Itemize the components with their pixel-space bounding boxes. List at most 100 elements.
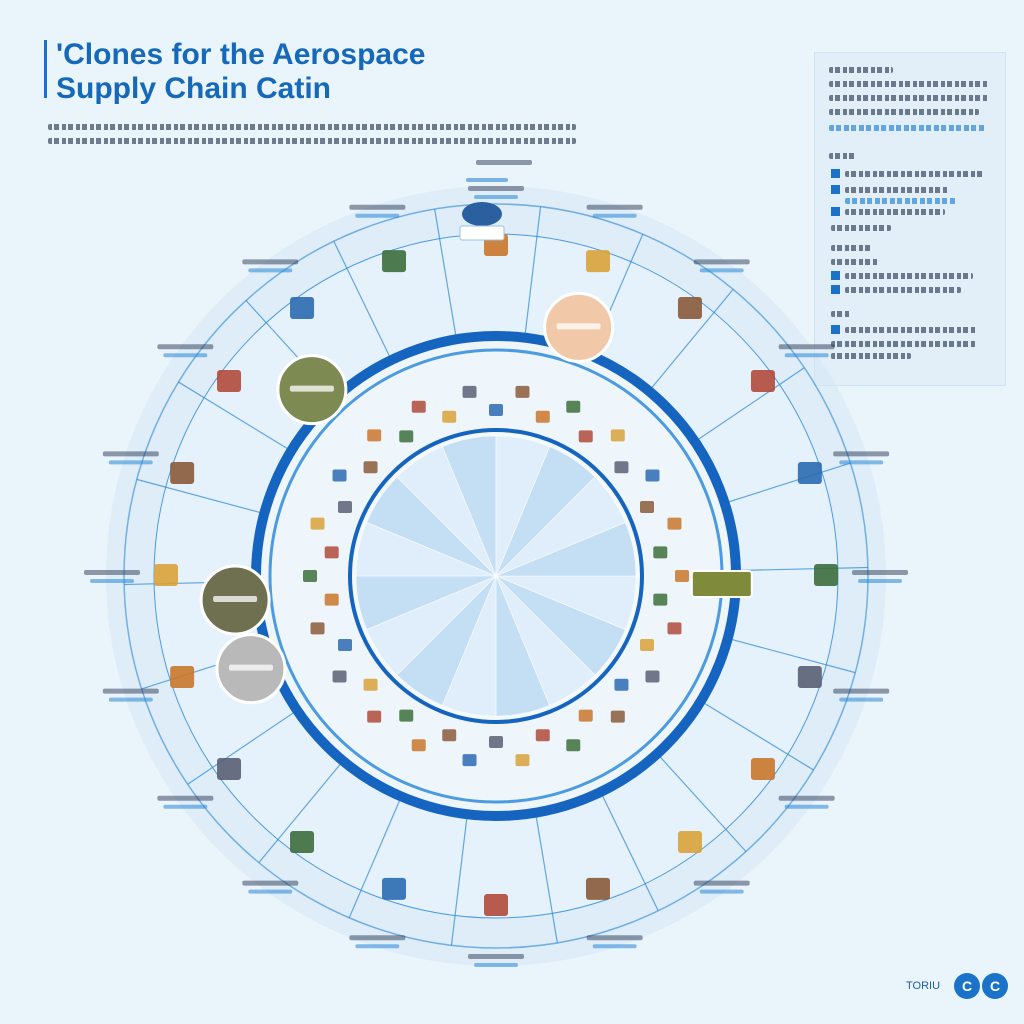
connector-spoke [187,707,301,785]
process-icon [667,517,682,530]
legend-blur-line [831,259,879,265]
legend-blur-line [845,287,961,293]
legend-blur-line [829,67,893,73]
supplier-node-label [355,213,400,218]
process-icon [411,400,426,413]
process-icon [462,754,477,767]
process-icon [614,461,629,474]
highlight-badge [690,570,753,599]
supplier-node-icon [585,250,610,273]
top-hub-label [476,160,532,165]
supplier-node-icon [170,665,195,688]
process-icon [310,622,325,635]
supplier-node-icon [382,250,407,273]
legend-blur-line [845,187,949,193]
supplier-node-label [693,880,750,886]
supplier-node-label [157,344,214,350]
legend-blur-line [829,109,979,115]
legend-panel [814,52,1006,386]
process-icon [675,570,689,582]
process-icon [462,385,477,398]
process-icon [442,410,457,423]
badge-label [228,664,273,671]
supplier-node-label [839,697,884,702]
process-icon [578,430,593,443]
connector-spoke [691,367,805,445]
supplier-node-label [858,579,902,583]
supplier-node-label [474,963,518,967]
connector-spoke [333,240,394,364]
badge-label [213,595,258,602]
outer-ring [123,203,869,949]
connector-spoke [523,206,542,342]
badge-label [556,323,601,330]
process-icon [639,501,654,514]
connector-spoke [534,808,558,944]
supplier-node-label [839,460,884,465]
top-hub-label [466,178,508,182]
supplier-node-label [108,697,153,702]
connector-spoke [731,566,868,572]
legend-blur-line [829,153,857,159]
process-icon [566,739,581,752]
supplier-node-label [592,213,637,218]
supplier-node-icon [677,830,702,853]
supplier-node-label [784,804,829,809]
process-icon [332,469,347,482]
supplier-node-label [778,344,835,350]
supplier-node-label [592,944,637,949]
supplier-node-icon [750,370,775,393]
supplier-node-label [699,268,744,273]
process-icon [489,736,503,748]
connector-spoke [645,288,734,395]
legend-blur-line [845,198,957,204]
legend-swatch [831,325,840,334]
supplier-node-label [248,268,293,273]
process-icon [338,638,353,651]
process-icon [667,622,682,635]
process-icon [332,670,347,683]
supplier-node-icon [750,757,775,780]
legend-blur-line [831,353,911,359]
supplier-node-label [778,795,835,801]
top-hub-icon [462,202,502,226]
supplier-node-label [468,186,524,191]
process-icon [363,678,378,691]
process-icon [324,593,339,606]
connector-spoke [450,810,469,946]
process-icon [303,570,317,582]
connector-spoke [136,478,269,516]
badge-label [289,385,334,392]
supplier-node-label [242,259,299,265]
process-icon [578,709,593,722]
process-icon [645,469,660,482]
supplier-node-label [586,204,643,210]
process-icon [367,429,382,442]
process-icon [653,593,668,606]
legend-blur-line [831,341,977,347]
supplier-node-icon [217,757,242,780]
connector-spoke [720,462,851,505]
title-accent-bar [44,40,47,98]
inner-wedge [495,522,637,577]
connector-spoke [348,792,404,919]
process-icon [535,410,550,423]
process-icon [639,638,654,651]
supplier-node-label [102,451,159,457]
legend-blur-line [831,225,891,231]
connector-spoke [258,757,347,864]
supplier-node-label [242,880,299,886]
process-icon [489,404,503,416]
legend-blur-line [845,209,945,215]
process-icon [367,710,382,723]
process-icon [610,710,625,723]
supplier-node-label [157,795,214,801]
process-icon [515,754,530,767]
process-icon [515,385,530,398]
legend-swatch [831,207,840,216]
supplier-node-icon [797,462,822,485]
legend-blur-line [831,245,871,251]
legend-blur-line [845,171,985,177]
supplier-node-icon [154,564,178,586]
